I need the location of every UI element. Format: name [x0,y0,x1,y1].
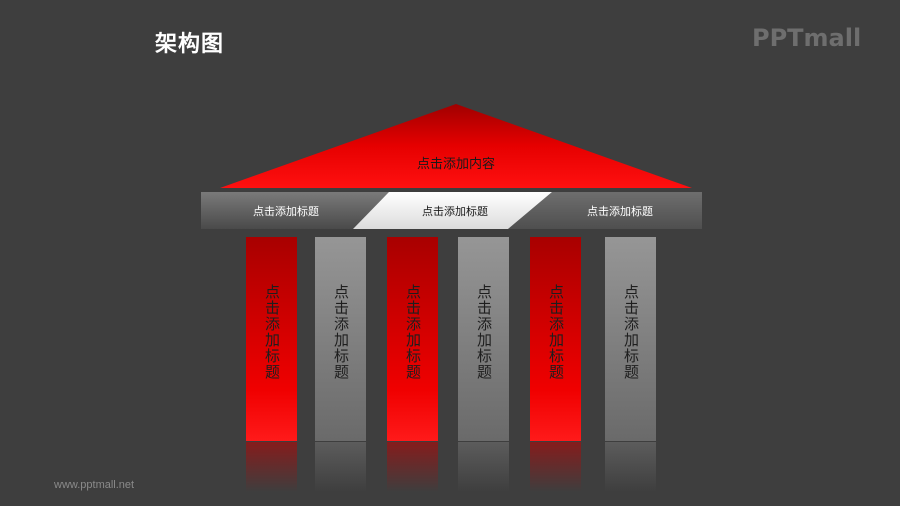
pillar-4-label: 点击添加标题 [475,284,493,380]
pillar-6 [605,237,656,441]
pillar-3-label: 点击添加标题 [404,284,422,380]
beam-label-left: 点击添加标题 [253,204,319,218]
beam-segment-middle [353,192,552,229]
roof-triangle [220,104,692,188]
beam-segment-right-shade [508,192,702,229]
pillar-4 [458,237,509,441]
beam-label-middle: 点击添加标题 [422,204,488,218]
pillar-1 [246,237,297,441]
pillar-5 [530,237,581,441]
beam-label-right: 点击添加标题 [587,204,653,218]
pillar-2-label: 点击添加标题 [332,284,350,380]
pillar-2-reflection [315,442,366,492]
pillar-3 [387,237,438,441]
footer-url: www.pptmall.net [54,479,135,491]
pillar-2 [315,237,366,441]
pillar-5-reflection [530,442,581,492]
brand-logo: PPTmall [752,24,862,52]
pillar-1-reflection [246,442,297,492]
pillar-1-label: 点击添加标题 [263,284,281,380]
roof-label: 点击添加内容 [417,156,495,172]
page-title: 架构图 [155,32,225,57]
pillar-3-reflection [387,442,438,492]
pillar-6-label: 点击添加标题 [622,284,640,380]
pillar-5-label: 点击添加标题 [547,284,565,380]
pillar-6-reflection [605,442,656,492]
pillar-4-reflection [458,442,509,492]
